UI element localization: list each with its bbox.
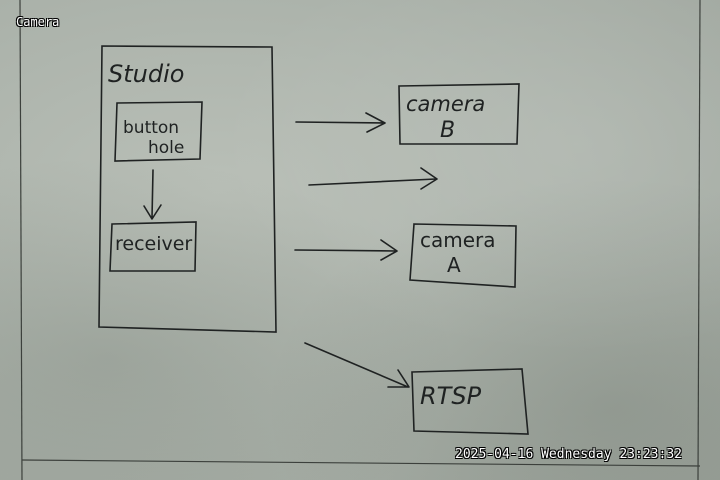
whiteboard-right-edge xyxy=(697,0,701,480)
timestamp-overlay: 2025-04-16 Wednesday 23:23:32 xyxy=(455,447,682,462)
arrow-to-camera-a xyxy=(294,239,398,261)
camera-a-line2: A xyxy=(447,253,461,277)
receiver-box xyxy=(109,221,197,272)
arrow-to-camera-b xyxy=(295,112,386,133)
button-hole-line2: hole xyxy=(148,138,184,158)
arrow-unlabeled xyxy=(308,167,438,190)
camera-a-line1: camera xyxy=(420,228,496,252)
camera-b-line1: camera xyxy=(406,92,485,116)
button-hole-box xyxy=(114,101,203,162)
studio-box xyxy=(98,45,277,333)
studio-label: Studio xyxy=(108,60,184,88)
whiteboard-left-edge xyxy=(19,0,23,480)
camera-name-overlay: Camera xyxy=(16,15,60,29)
camera-b-line2: B xyxy=(440,118,455,143)
arrow-to-rtsp xyxy=(304,342,410,388)
rtsp-label: RTSP xyxy=(420,382,482,410)
rtsp-box xyxy=(411,368,529,435)
camera-b-box xyxy=(398,83,520,145)
whiteboard-bottom-edge xyxy=(21,459,701,467)
arrow-button-hole-to-receiver xyxy=(143,169,162,220)
receiver-label: receiver xyxy=(115,233,192,255)
camera-a-box xyxy=(409,223,517,288)
button-hole-line1: button xyxy=(123,118,179,138)
